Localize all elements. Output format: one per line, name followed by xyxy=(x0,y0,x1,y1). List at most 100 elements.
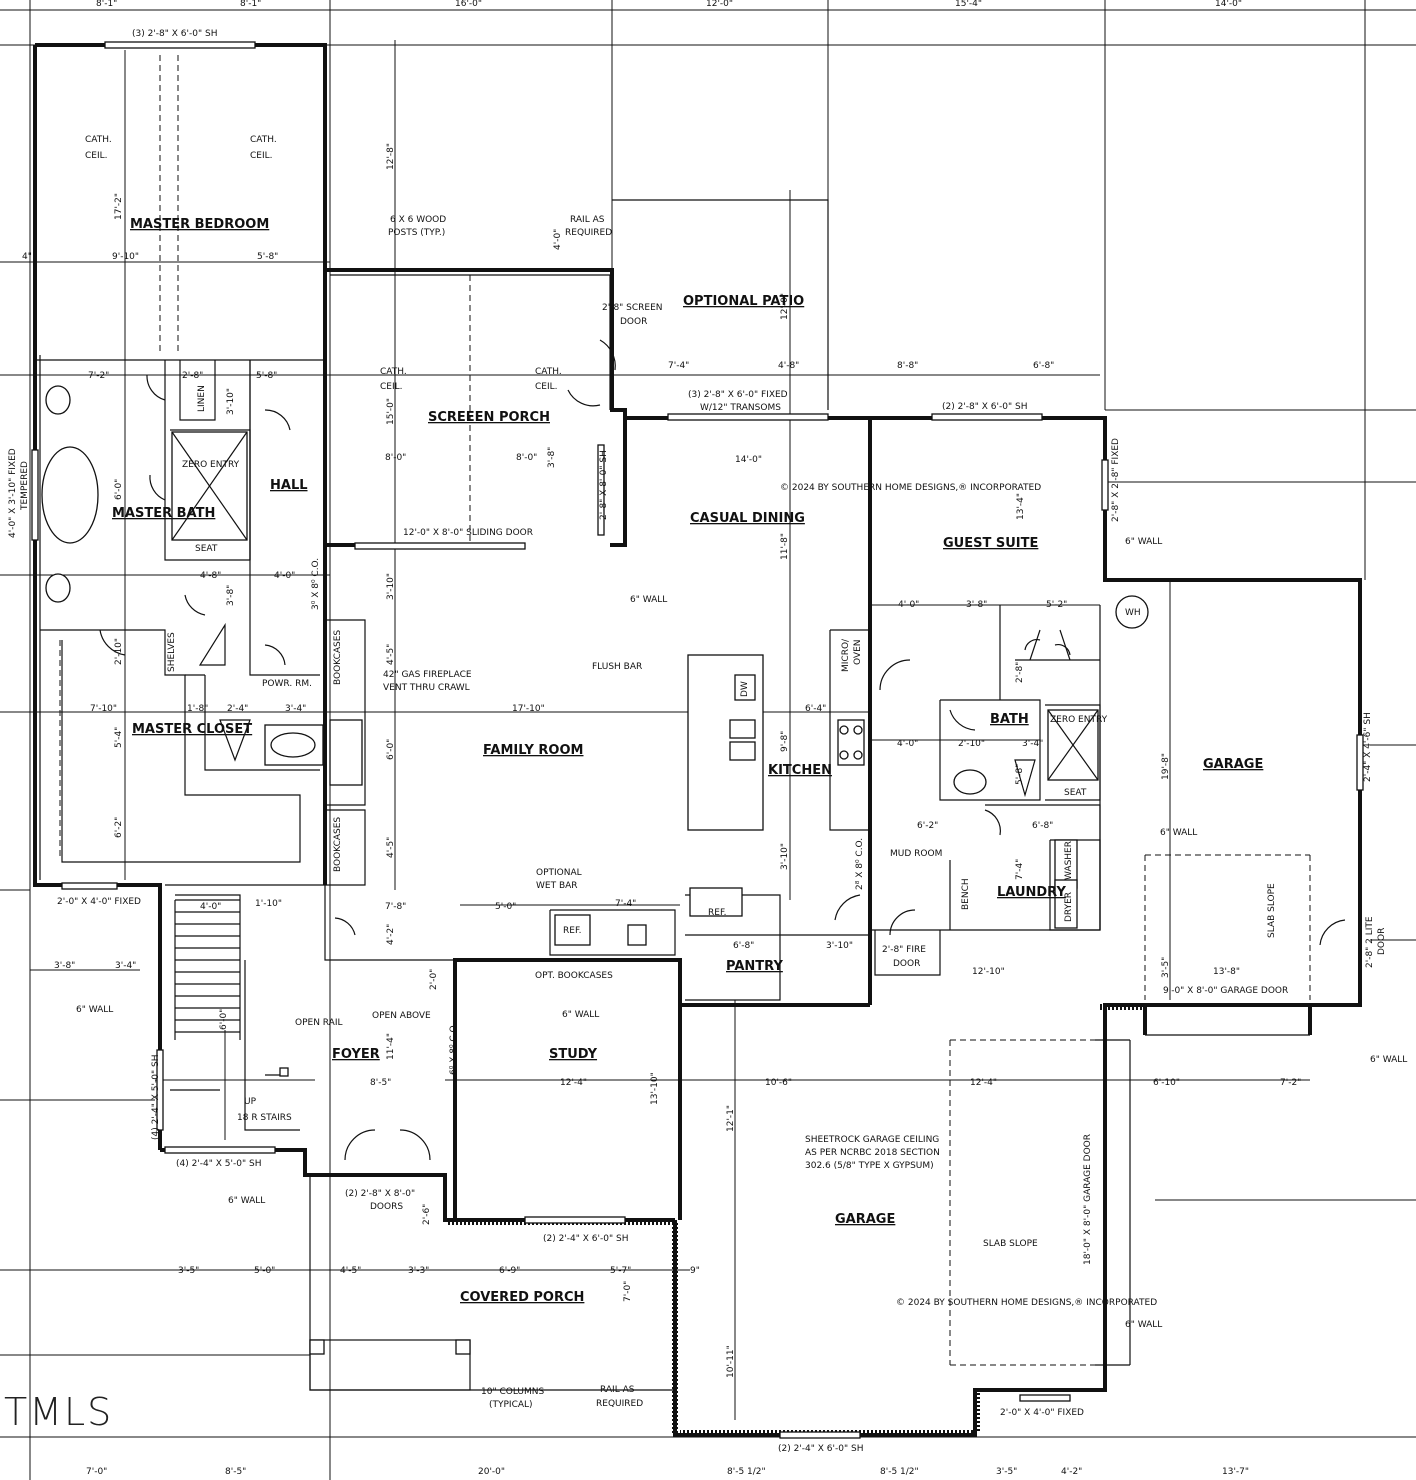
svg-text:6⁰ X 8⁰ C.O.: 6⁰ X 8⁰ C.O. xyxy=(449,1023,459,1075)
svg-text:13'-7": 13'-7" xyxy=(1222,1467,1249,1477)
svg-text:LINEN: LINEN xyxy=(197,385,207,412)
fireplace xyxy=(329,719,363,786)
svg-text:12'-4": 12'-4" xyxy=(970,1078,997,1088)
svg-text:REF.: REF. xyxy=(708,908,727,918)
svg-text:8'-1": 8'-1" xyxy=(240,0,261,9)
svg-text:2'-4" X 4'-6" SH: 2'-4" X 4'-6" SH xyxy=(1363,712,1373,782)
svg-text:12'-8": 12'-8" xyxy=(386,143,396,170)
svg-text:6" WALL: 6" WALL xyxy=(562,1010,599,1020)
svg-text:14'-0": 14'-0" xyxy=(1215,0,1242,9)
svg-text:7'-0": 7'-0" xyxy=(623,1281,633,1302)
svg-text:6" WALL: 6" WALL xyxy=(1125,1320,1162,1330)
svg-text:2'-10": 2'-10" xyxy=(958,739,985,749)
svg-text:4'-8": 4'-8" xyxy=(778,361,799,371)
svg-text:3'-8": 3'-8" xyxy=(226,585,236,606)
svg-text:5'-8": 5'-8" xyxy=(256,371,277,381)
svg-text:TEMPERED: TEMPERED xyxy=(20,461,30,511)
room-foyer: FOYER xyxy=(332,1047,380,1062)
svg-text:4'-0": 4'-0" xyxy=(897,739,918,749)
svg-text:8'-0": 8'-0" xyxy=(516,453,537,463)
room-family-room: FAMILY ROOM xyxy=(483,743,583,758)
svg-text:WET BAR: WET BAR xyxy=(536,881,578,891)
svg-text:3'-8": 3'-8" xyxy=(966,600,987,610)
svg-text:6" WALL: 6" WALL xyxy=(228,1196,265,1206)
svg-text:8'-0": 8'-0" xyxy=(385,453,406,463)
svg-text:8'-1": 8'-1" xyxy=(96,0,117,9)
svg-text:W/12" TRANSOMS: W/12" TRANSOMS xyxy=(700,403,781,413)
svg-text:6" WALL: 6" WALL xyxy=(1370,1055,1407,1065)
room-master-closet: MASTER CLOSET xyxy=(132,722,252,737)
watermark: TMLS xyxy=(4,1390,114,1434)
svg-text:4'-2": 4'-2" xyxy=(386,924,396,945)
svg-text:9'-8": 9'-8" xyxy=(780,731,790,752)
svg-text:10'-11": 10'-11" xyxy=(726,1345,736,1378)
svg-text:CATH.: CATH. xyxy=(535,367,562,377)
bathtub xyxy=(41,446,99,544)
svg-text:2'-8" SCREEN: 2'-8" SCREEN xyxy=(602,303,663,313)
svg-text:1'-8": 1'-8" xyxy=(187,704,208,714)
svg-text:(TYPICAL): (TYPICAL) xyxy=(489,1400,533,1410)
fixtures xyxy=(41,385,1149,946)
room-bath: BATH xyxy=(990,712,1029,727)
porch-outlines xyxy=(59,55,1311,1391)
svg-text:(2) 2'-4" X 6'-0" SH: (2) 2'-4" X 6'-0" SH xyxy=(778,1444,863,1454)
svg-text:3'-5": 3'-5" xyxy=(996,1467,1017,1477)
svg-text:4'-0": 4'-0" xyxy=(898,600,919,610)
svg-text:8'-5": 8'-5" xyxy=(370,1078,391,1088)
plan-notes: (3) 2'-8" X 6'-0" SH CATH. CEIL. CATH. C… xyxy=(8,29,1407,1454)
svg-text:5'-8": 5'-8" xyxy=(1015,764,1025,785)
svg-text:WH: WH xyxy=(1125,608,1141,618)
svg-text:BOOKCASES: BOOKCASES xyxy=(333,630,343,685)
svg-text:9'-10": 9'-10" xyxy=(112,252,139,262)
svg-text:3'-3": 3'-3" xyxy=(408,1266,429,1276)
svg-text:DOOR: DOOR xyxy=(1377,928,1387,955)
svg-text:7'-10": 7'-10" xyxy=(90,704,117,714)
svg-text:3'-8": 3'-8" xyxy=(54,961,75,971)
svg-text:6'-8": 6'-8" xyxy=(1033,361,1054,371)
svg-text:WASHER: WASHER xyxy=(1064,841,1074,880)
svg-text:OPEN RAIL: OPEN RAIL xyxy=(295,1018,343,1028)
svg-text:13'-10": 13'-10" xyxy=(650,1072,660,1105)
svg-text:5'-4": 5'-4" xyxy=(114,727,124,748)
dimension-labels: 8'-1" 8'-1" 16'-0" 12'-0" 15'-4" 14'-0" … xyxy=(22,0,1301,1477)
svg-text:DOOR: DOOR xyxy=(620,317,647,327)
svg-text:4'-0": 4'-0" xyxy=(200,902,221,912)
svg-text:6'-0": 6'-0" xyxy=(219,1009,229,1030)
svg-text:3'-5": 3'-5" xyxy=(178,1266,199,1276)
svg-text:ZERO ENTRY: ZERO ENTRY xyxy=(1050,715,1108,725)
svg-text:SLAB SLOPE: SLAB SLOPE xyxy=(1267,883,1277,938)
svg-text:FLUSH BAR: FLUSH BAR xyxy=(592,662,642,672)
svg-text:2⁸ X 8⁰ C.O.: 2⁸ X 8⁰ C.O. xyxy=(855,838,865,890)
svg-text:4'-5": 4'-5" xyxy=(386,837,396,858)
svg-text:5'-0": 5'-0" xyxy=(254,1266,275,1276)
svg-text:REF.: REF. xyxy=(563,926,582,936)
svg-text:3'-10": 3'-10" xyxy=(386,573,396,600)
svg-text:19'-8": 19'-8" xyxy=(1161,753,1171,780)
copyright-notice-top: © 2024 BY SOUTHERN HOME DESIGNS,® INCORP… xyxy=(780,483,1041,493)
svg-text:12'-1": 12'-1" xyxy=(726,1105,736,1132)
svg-text:CEIL.: CEIL. xyxy=(535,382,558,392)
svg-text:BOOKCASES: BOOKCASES xyxy=(333,817,343,872)
room-mud-room: MUD ROOM xyxy=(890,849,942,859)
svg-text:15'-0": 15'-0" xyxy=(386,398,396,425)
svg-text:5'-7": 5'-7" xyxy=(610,1266,631,1276)
svg-text:OPEN ABOVE: OPEN ABOVE xyxy=(372,1011,431,1021)
svg-text:DOOR: DOOR xyxy=(893,959,920,969)
room-master-bedroom: MASTER BEDROOM xyxy=(130,217,269,232)
svg-text:7'-8": 7'-8" xyxy=(385,902,406,912)
svg-text:7'-4": 7'-4" xyxy=(615,899,636,909)
copyright-notice-bottom: © 2024 BY SOUTHERN HOME DESIGNS,® INCORP… xyxy=(896,1298,1157,1308)
svg-text:CATH.: CATH. xyxy=(85,135,112,145)
svg-text:2'-8" X 8'-0" SH: 2'-8" X 8'-0" SH xyxy=(599,450,609,520)
room-screen-porch: SCREEEN PORCH xyxy=(428,410,550,425)
svg-text:2'-8": 2'-8" xyxy=(1015,662,1025,683)
svg-text:10'-6": 10'-6" xyxy=(765,1078,792,1088)
room-covered-porch: COVERED PORCH xyxy=(460,1290,584,1305)
svg-text:10" COLUMNS: 10" COLUMNS xyxy=(481,1387,544,1397)
svg-text:302.6 (5/8" TYPE X GYPSUM): 302.6 (5/8" TYPE X GYPSUM) xyxy=(805,1161,934,1171)
svg-text:4'-5": 4'-5" xyxy=(340,1266,361,1276)
svg-text:REQUIRED: REQUIRED xyxy=(596,1399,643,1409)
room-study: STUDY xyxy=(549,1047,598,1062)
svg-text:6'-0": 6'-0" xyxy=(114,479,124,500)
room-guest-suite: GUEST SUITE xyxy=(943,536,1038,551)
